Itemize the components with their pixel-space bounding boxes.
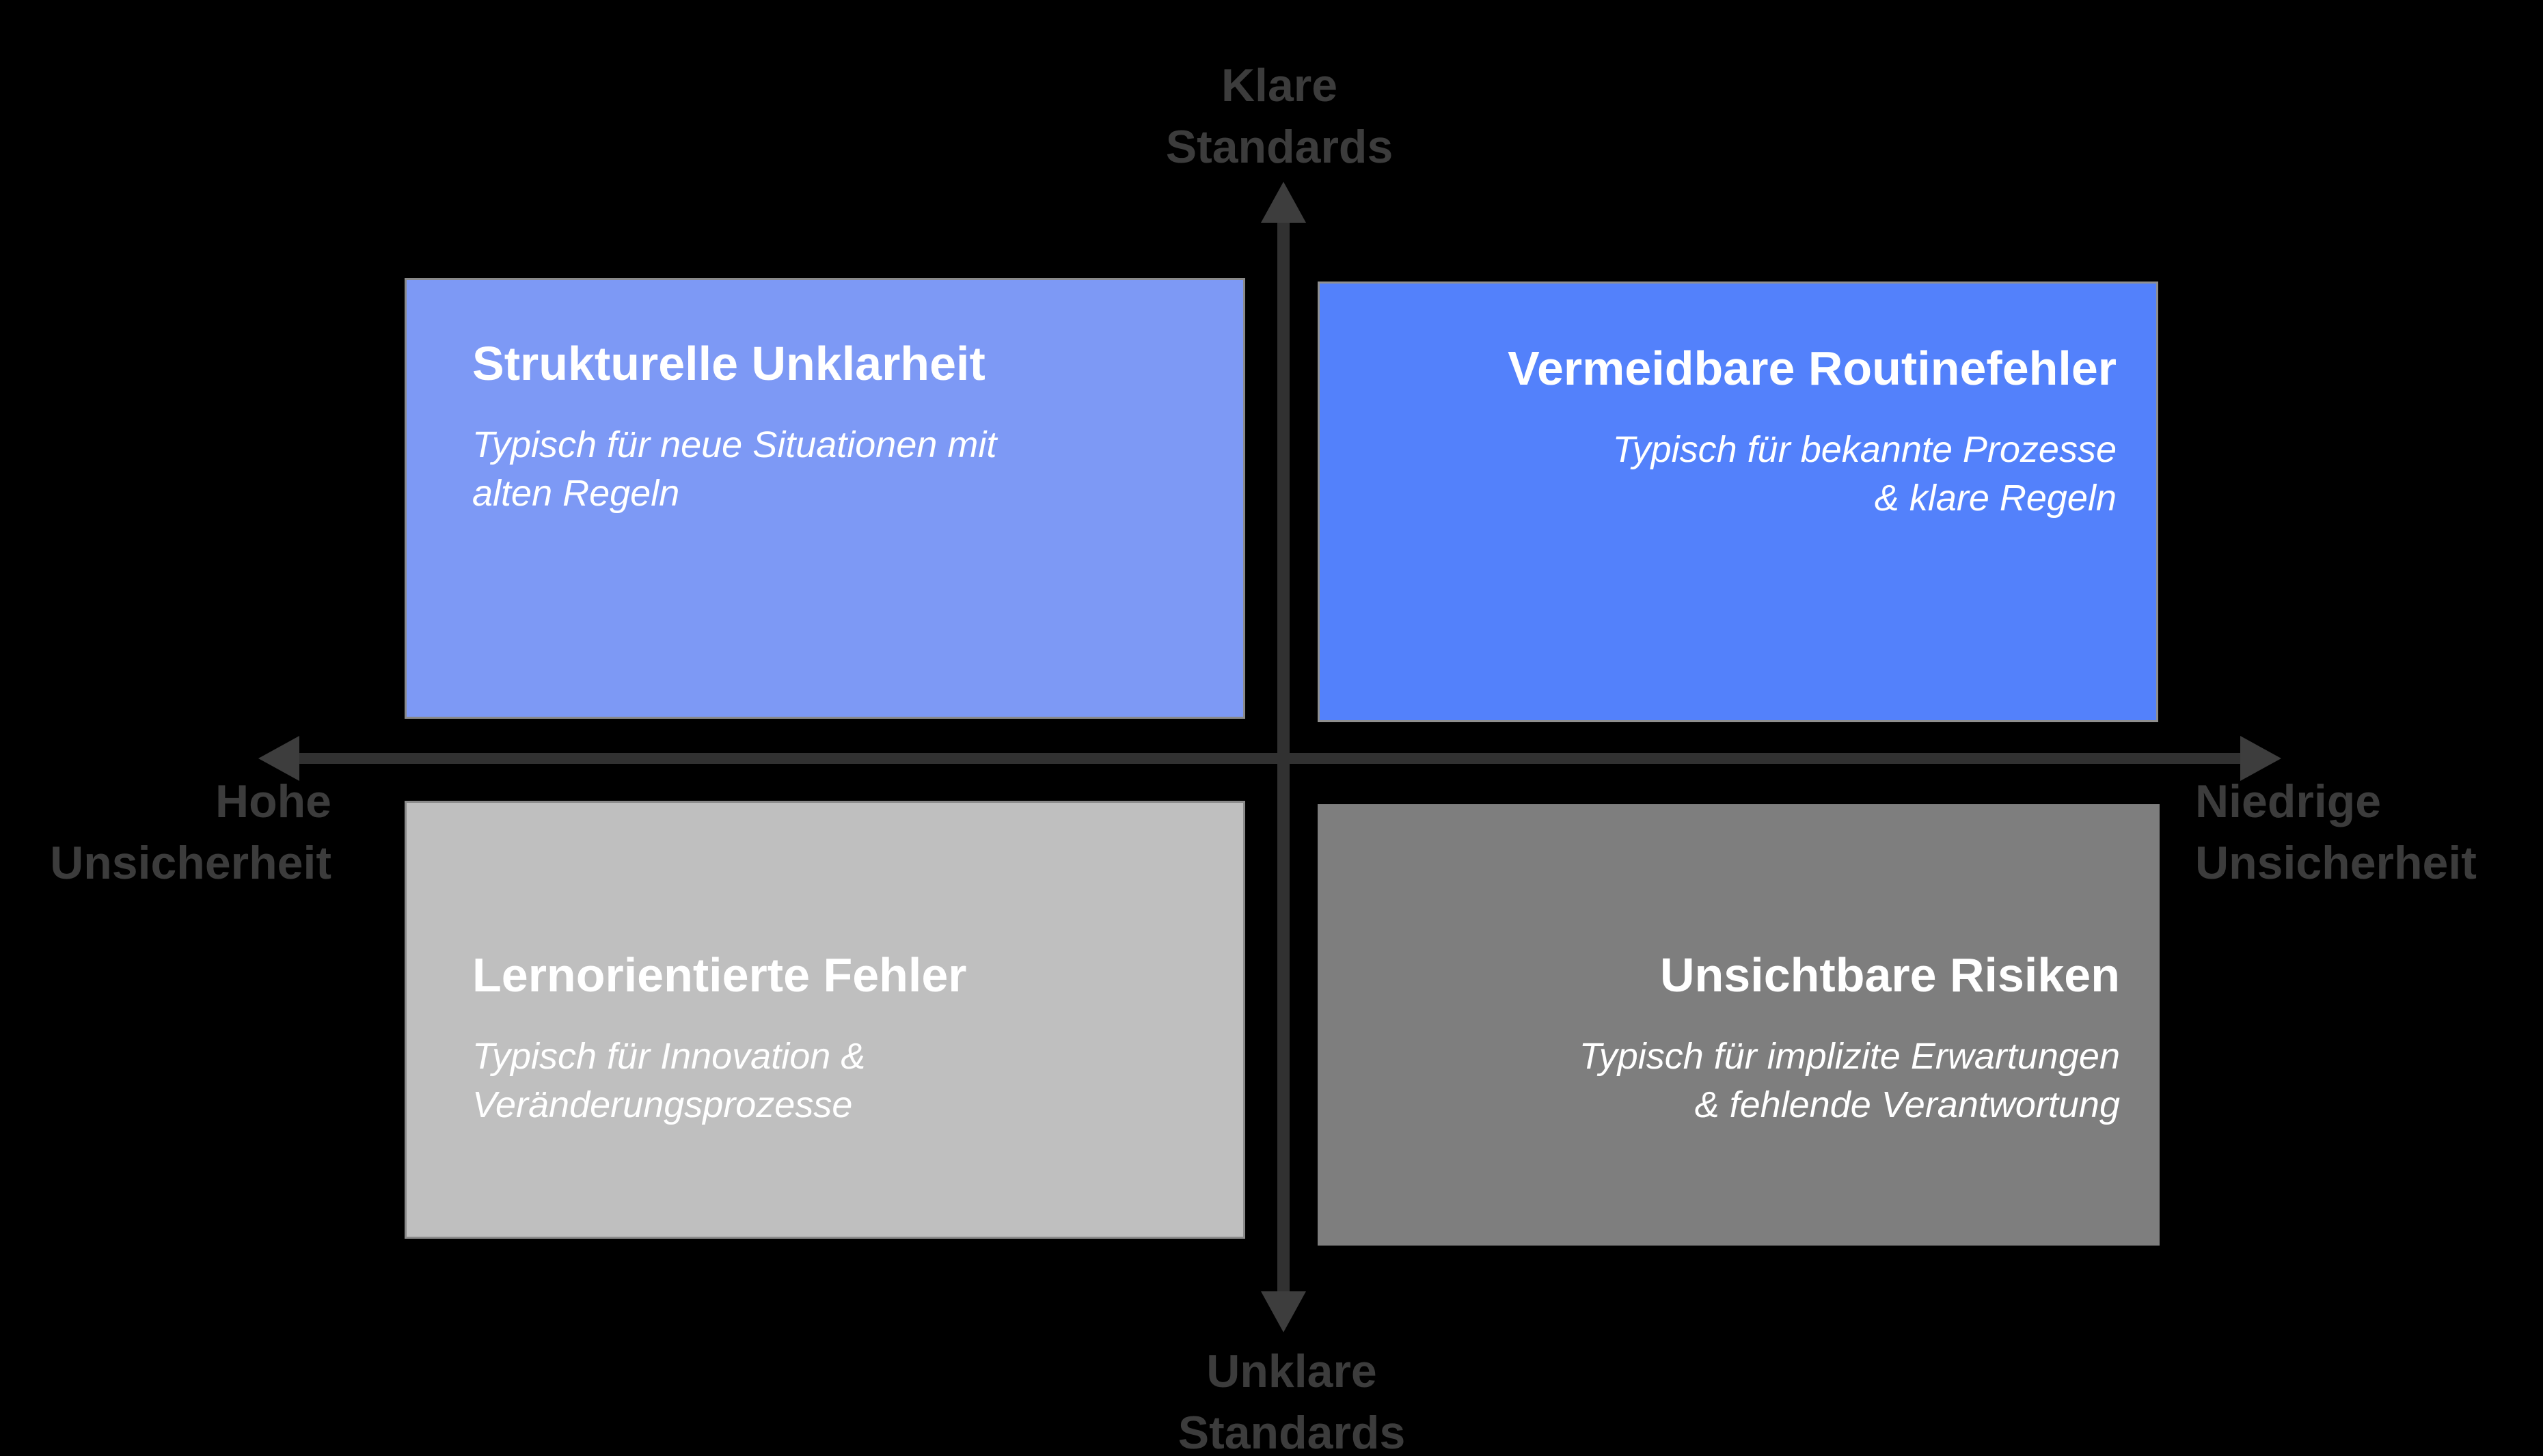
quadrant-subtitle: Typisch für neue Situationen mit alten R… bbox=[472, 421, 1202, 518]
axis-label-left: Hohe Unsicherheit bbox=[50, 771, 331, 894]
axis-label-left-line2: Unsicherheit bbox=[50, 837, 331, 889]
quadrant-lernorientierte-fehler: Lernorientierte Fehler Typisch für Innov… bbox=[405, 801, 1245, 1239]
quadrant-unsichtbare-risiken: Unsichtbare Risiken Typisch für implizit… bbox=[1318, 804, 2160, 1246]
axis-label-top-line2: Standards bbox=[1165, 121, 1393, 173]
quadrant-subtitle-line2: & fehlende Verantwortung bbox=[1694, 1084, 2120, 1125]
quadrant-strukturelle-unklarheit: Strukturelle Unklarheit Typisch für neue… bbox=[405, 278, 1245, 719]
quadrant-subtitle-line1: Typisch für implizite Erwartungen bbox=[1579, 1036, 2120, 1077]
arrow-up-icon bbox=[1261, 182, 1306, 223]
quadrant-vermeidbare-routinefehler: Vermeidbare Routinefehler Typisch für be… bbox=[1318, 281, 2158, 722]
arrow-right-icon bbox=[2240, 736, 2281, 781]
axis-label-top: Klare Standards bbox=[1166, 55, 1393, 178]
horizontal-axis-line bbox=[294, 753, 2243, 764]
quadrant-subtitle-line1: Typisch für neue Situationen mit bbox=[472, 424, 997, 465]
quadrant-subtitle: Typisch für Innovation & Veränderungspro… bbox=[472, 1032, 1202, 1129]
quadrant-title: Unsichtbare Risiken bbox=[1660, 948, 2120, 1002]
axis-label-top-line1: Klare bbox=[1221, 59, 1338, 111]
arrow-left-icon bbox=[258, 736, 299, 781]
axis-label-left-line1: Hohe bbox=[215, 775, 331, 827]
axis-label-bottom-line1: Unklare bbox=[1206, 1345, 1377, 1397]
quadrant-subtitle-line2: & klare Regeln bbox=[1874, 478, 2117, 519]
quadrant-subtitle-line1: Typisch für bekannte Prozesse bbox=[1612, 429, 2117, 470]
quadrant-title: Strukturelle Unklarheit bbox=[472, 337, 985, 390]
quadrant-subtitle-line2: alten Regeln bbox=[472, 473, 680, 514]
quadrant-title: Vermeidbare Routinefehler bbox=[1508, 342, 2117, 395]
axis-label-right-line2: Unsicherheit bbox=[2195, 837, 2477, 889]
quadrant-subtitle-line1: Typisch für Innovation & bbox=[472, 1036, 866, 1077]
axis-label-bottom-line2: Standards bbox=[1178, 1407, 1406, 1456]
axis-label-right-line1: Niedrige bbox=[2195, 775, 2382, 827]
quadrant-subtitle: Typisch für bekannte Prozesse & klare Re… bbox=[1361, 426, 2117, 523]
quadrant-subtitle: Typisch für implizite Erwartungen & fehl… bbox=[1359, 1032, 2120, 1129]
axis-label-right: Niedrige Unsicherheit bbox=[2195, 771, 2477, 894]
axis-label-bottom: Unklare Standards bbox=[1178, 1341, 1406, 1456]
quadrant-title: Lernorientierte Fehler bbox=[472, 948, 967, 1002]
arrow-down-icon bbox=[1261, 1291, 1306, 1332]
quadrant-subtitle-line2: Veränderungsprozesse bbox=[472, 1084, 853, 1125]
